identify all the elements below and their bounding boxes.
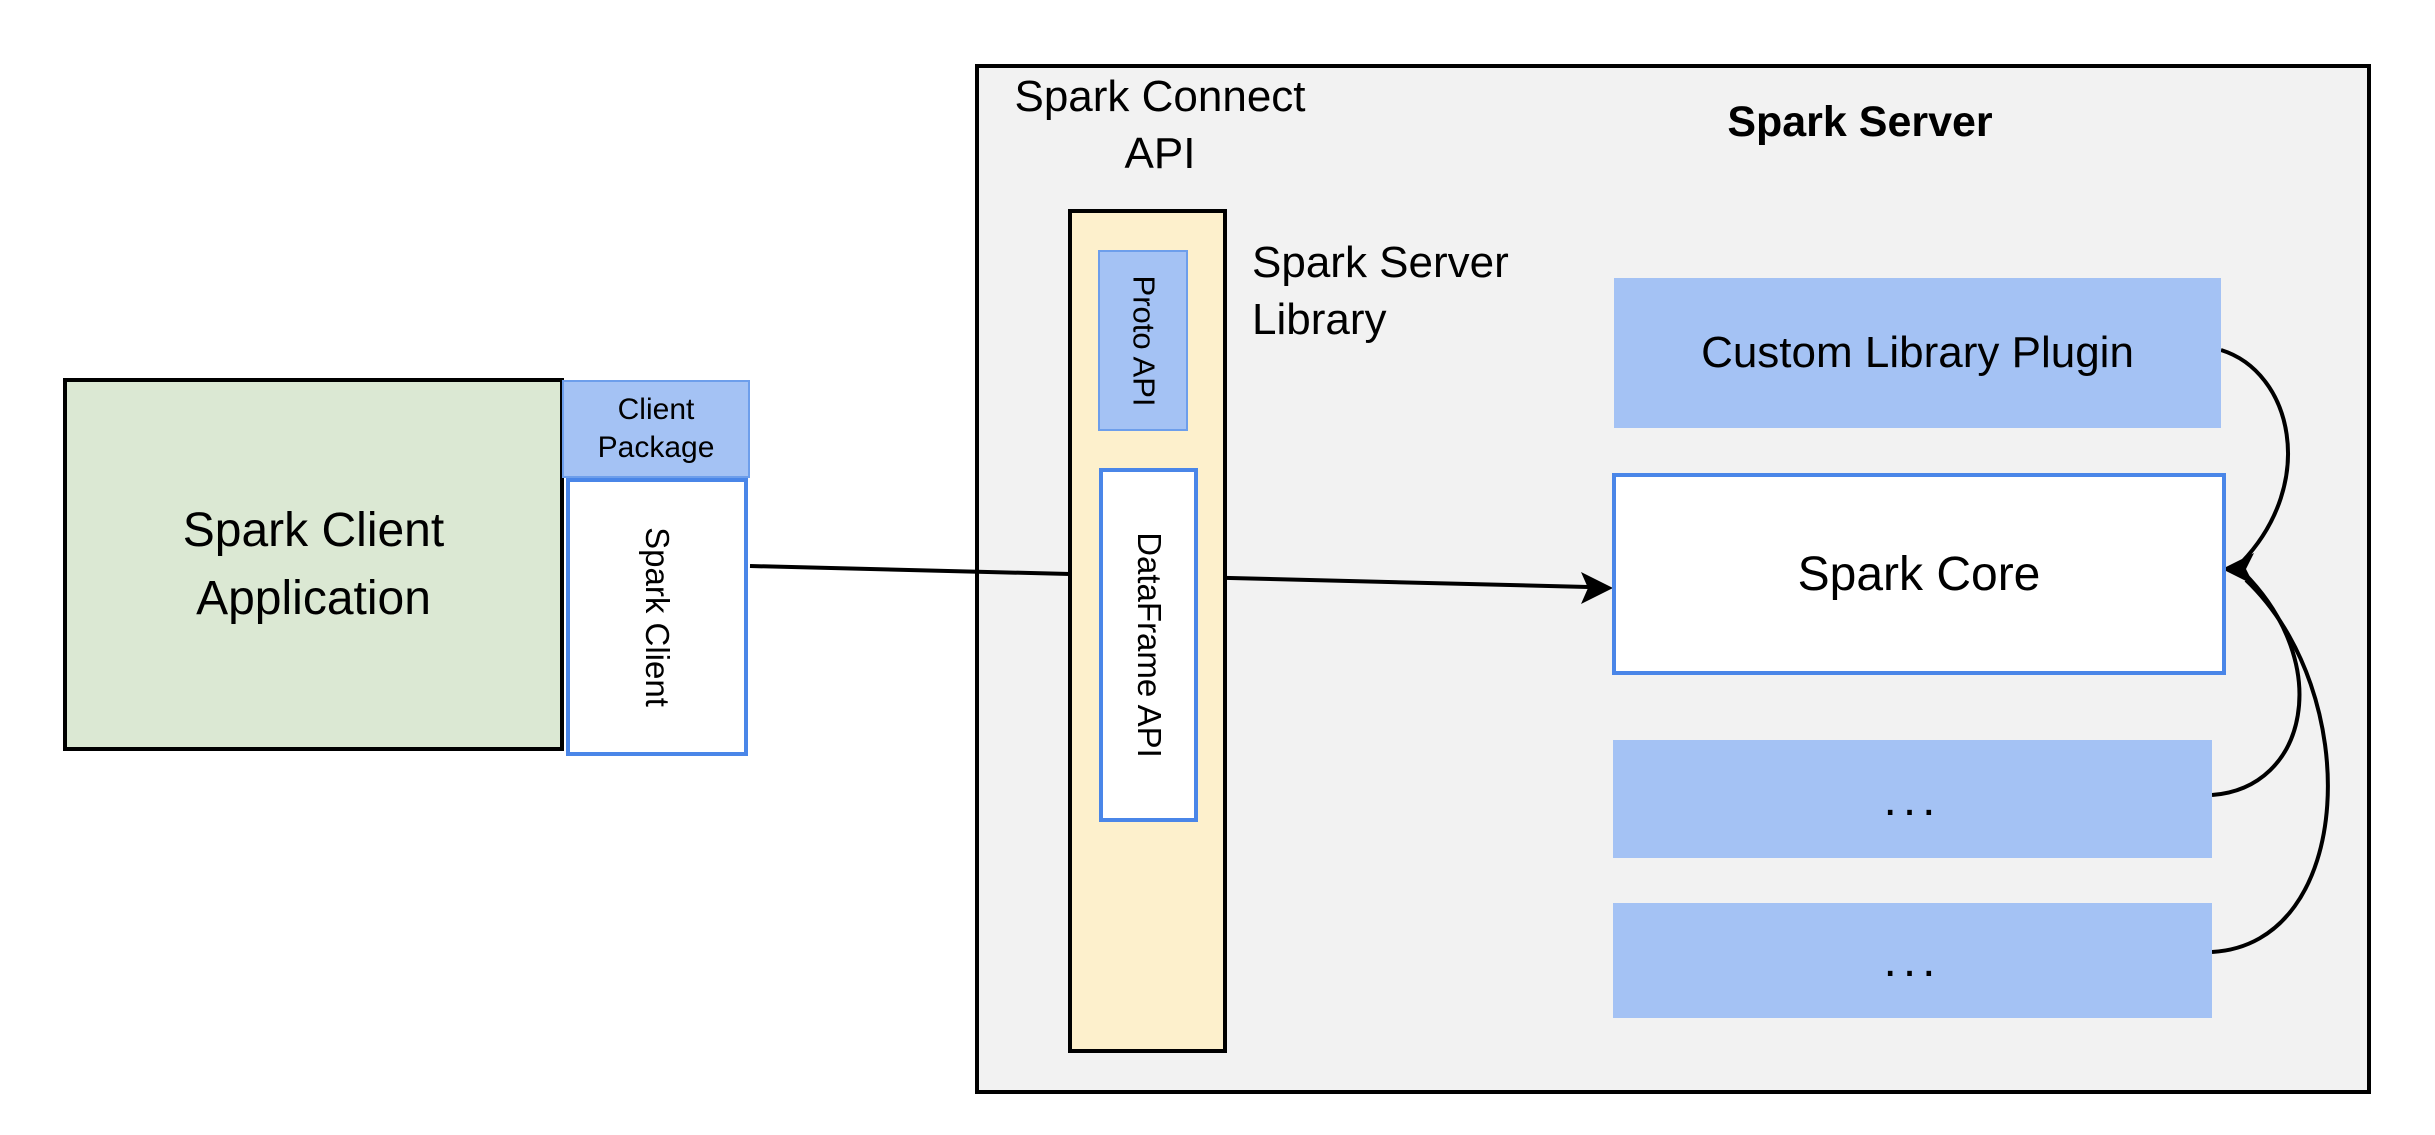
- spark-client-box: Spark Client: [566, 478, 748, 756]
- proto-api-label: Proto API: [1126, 275, 1161, 406]
- spark-client-application-box: Spark Client Application: [63, 378, 564, 751]
- plugin-slot-1-label: ...: [1883, 772, 1942, 826]
- plugin-slot-2-label: ...: [1883, 934, 1942, 987]
- spark-client-label: Spark Client: [639, 527, 676, 707]
- spark-connect-api-title-line1: Spark Connect: [1014, 72, 1306, 121]
- spark-connect-api-title: Spark Connect API: [985, 68, 1335, 182]
- spark-client-application-label-line2: Application: [196, 571, 431, 625]
- spark-server-title: Spark Server: [1727, 98, 1993, 146]
- spark-client-application-label-line1: Spark Client: [182, 504, 445, 558]
- dataframe-api-label: DataFrame API: [1130, 532, 1168, 758]
- dataframe-api-box: DataFrame API: [1099, 468, 1198, 822]
- spark-core-box: Spark Core: [1612, 473, 2226, 675]
- spark-server-library-title-line1: Spark Server: [1252, 238, 1509, 287]
- client-package-label: Client Package: [598, 391, 715, 467]
- custom-library-plugin-label: Custom Library Plugin: [1701, 328, 2134, 377]
- client-package-label-line2: Package: [597, 431, 715, 464]
- spark-core-label: Spark Core: [1797, 547, 2041, 601]
- spark-client-application-label: Spark Client Application: [183, 497, 444, 631]
- proto-api-box: Proto API: [1098, 250, 1188, 431]
- spark-connect-api-title-line2: API: [1124, 129, 1196, 179]
- spark-server-library-title-line2: Library: [1252, 295, 1387, 345]
- client-package-box: Client Package: [562, 380, 750, 478]
- plugin-slot-box-2: ...: [1613, 903, 2212, 1018]
- plugin-slot-box-1: ...: [1613, 740, 2212, 858]
- spark-server-library-title: Spark Server Library: [1252, 234, 1509, 348]
- custom-library-plugin-box: Custom Library Plugin: [1614, 278, 2221, 428]
- client-package-label-line1: Client: [617, 392, 695, 426]
